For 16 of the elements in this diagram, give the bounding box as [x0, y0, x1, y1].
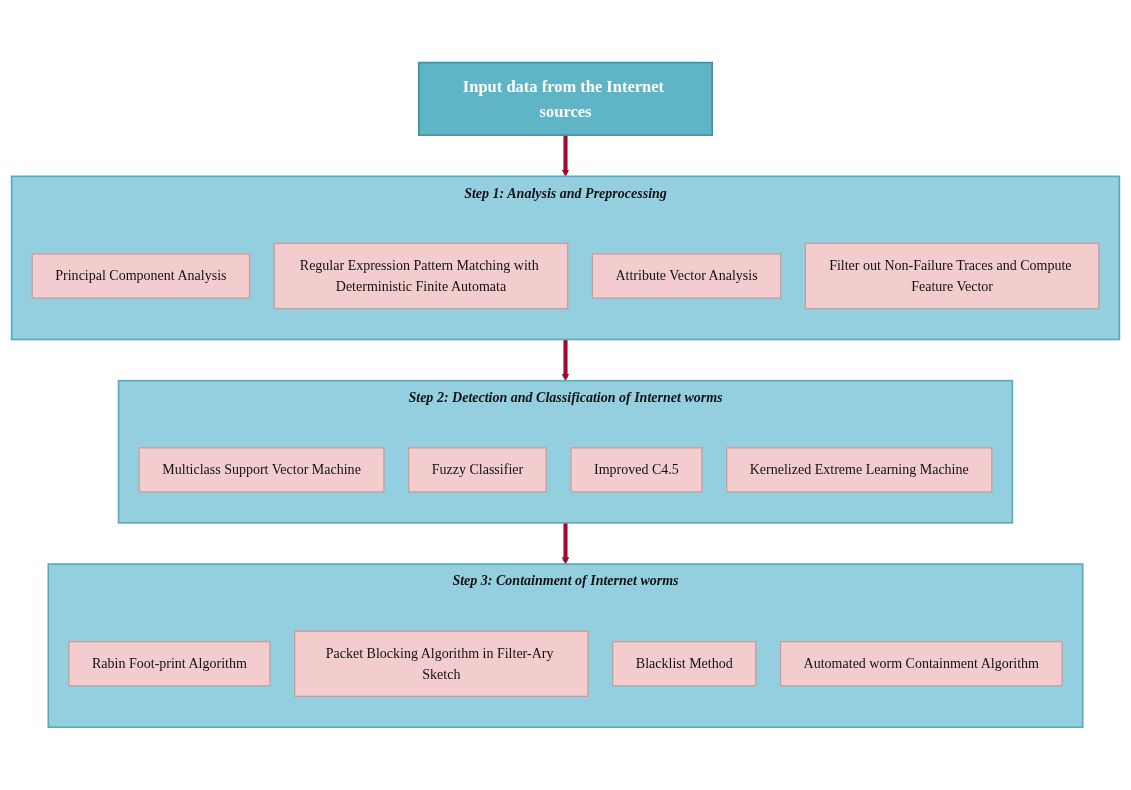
arrow	[561, 135, 570, 177]
node-box: Improved C4.5	[570, 447, 703, 493]
node-box: Kernelized Extreme Learning Machine	[726, 447, 993, 493]
node-box: Fuzzy Classifier	[408, 447, 547, 493]
arrow	[561, 339, 570, 382]
arrow	[561, 522, 570, 565]
node-box: Packet Blocking Algorithm in Filter-Ary Sketch	[294, 630, 589, 698]
node-box: Regular Expression Pattern Matching with Deterministic Finite Automata	[273, 242, 569, 310]
node-box: Attribute Vector Analysis	[591, 253, 782, 299]
node-box: Blacklist Method	[612, 641, 757, 687]
node-box: Principal Component Analysis	[31, 253, 251, 299]
node-box: Filter out Non-Failure Traces and Compute Feature Vector	[804, 242, 1100, 310]
node-box: Automated worm Containment Algorithm	[779, 641, 1063, 687]
node-box: Rabin Foot-print Algorithm	[68, 641, 271, 687]
node-box: Multiclass Support Vector Machine	[138, 447, 385, 493]
node-box: Input data from the Internet sources	[418, 61, 713, 137]
